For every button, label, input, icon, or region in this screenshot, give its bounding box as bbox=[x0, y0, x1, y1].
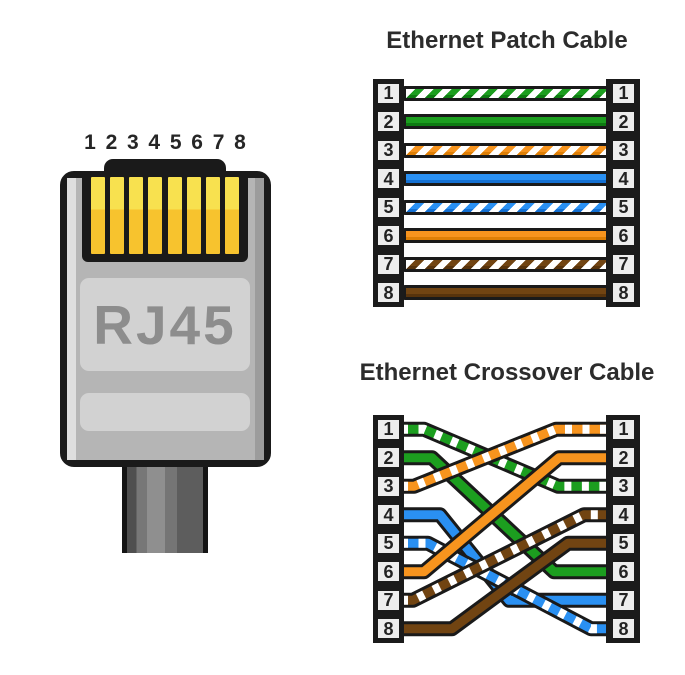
crossover-wire-brown bbox=[401, 535, 611, 637]
pin-cell-right: 1 bbox=[610, 416, 637, 442]
rj45-pin bbox=[148, 177, 163, 254]
pin-cell-right: 5 bbox=[610, 530, 637, 556]
pin-cell-left: 2 bbox=[375, 109, 402, 135]
rj45-pin-number: 5 bbox=[169, 131, 182, 154]
rj45-body-highlight bbox=[67, 178, 76, 460]
rj45-pin bbox=[110, 177, 125, 254]
pin-cell-right: 6 bbox=[610, 559, 637, 585]
pin-cell-left: 3 bbox=[375, 137, 402, 163]
pin-cell-right: 7 bbox=[610, 251, 637, 277]
crossover-wire-brown-white bbox=[401, 507, 611, 608]
pin-cell-right: 1 bbox=[610, 80, 637, 106]
rj45-body-shadow bbox=[255, 178, 264, 460]
pin-cell-left: 5 bbox=[375, 194, 402, 220]
pin-cell-right: 2 bbox=[610, 445, 637, 471]
pin-cell-left: 7 bbox=[375, 251, 402, 277]
pin-cell-left: 4 bbox=[375, 166, 402, 192]
pin-cell-left: 3 bbox=[375, 473, 402, 499]
rj45-lower-panel bbox=[80, 393, 250, 431]
pin-cell-left: 6 bbox=[375, 559, 402, 585]
pin-cell-right: 8 bbox=[610, 616, 637, 642]
rj45-cable bbox=[122, 458, 208, 553]
crossover-title: Ethernet Crossover Cable bbox=[359, 359, 655, 386]
pin-cell-right: 3 bbox=[610, 137, 637, 163]
pin-cell-right: 7 bbox=[610, 587, 637, 613]
rj45-label-panel: RJ45 bbox=[80, 278, 250, 371]
rj45-pin bbox=[205, 177, 220, 254]
rj45-label: RJ45 bbox=[93, 293, 237, 356]
rj45-pin bbox=[224, 177, 239, 254]
pin-cell-left: 4 bbox=[375, 502, 402, 528]
rj45-pin-number: 1 bbox=[84, 131, 96, 154]
rj45-pin bbox=[91, 177, 105, 254]
rj45-pin-number: 4 bbox=[148, 131, 161, 154]
crossover-wire-blue bbox=[401, 507, 611, 608]
pin-cell-right: 3 bbox=[610, 473, 637, 499]
pin-cell-right: 2 bbox=[610, 109, 637, 135]
pin-cell-left: 7 bbox=[375, 587, 402, 613]
pin-cell-right: 5 bbox=[610, 194, 637, 220]
pin-cell-right: 8 bbox=[610, 280, 637, 306]
rj45-pin-number: 8 bbox=[234, 131, 246, 154]
rj45-pin-number: 3 bbox=[127, 131, 139, 154]
rj45-pin bbox=[129, 177, 144, 254]
rj45-pin-number: 7 bbox=[212, 131, 225, 154]
crossover-wire-orange-white bbox=[401, 421, 611, 494]
pin-cell-right: 6 bbox=[610, 223, 637, 249]
rj45-pin-number: 6 bbox=[191, 131, 203, 154]
rj45-pin-number: 2 bbox=[105, 131, 118, 154]
patch-title: Ethernet Patch Cable bbox=[386, 27, 628, 54]
pin-cell-left: 8 bbox=[375, 280, 402, 306]
rj45-pin bbox=[167, 177, 182, 254]
rj45-pin bbox=[186, 177, 201, 254]
pin-cell-right: 4 bbox=[610, 502, 637, 528]
crossover-wire-orange bbox=[401, 450, 611, 580]
pin-cell-left: 1 bbox=[375, 80, 402, 106]
pin-cell-right: 4 bbox=[610, 166, 637, 192]
pin-cell-left: 1 bbox=[375, 416, 402, 442]
pin-cell-left: 8 bbox=[375, 616, 402, 642]
pin-cell-left: 2 bbox=[375, 445, 402, 471]
pin-cell-left: 5 bbox=[375, 530, 402, 556]
pin-cell-left: 6 bbox=[375, 223, 402, 249]
rj45-pin-block bbox=[82, 171, 248, 262]
